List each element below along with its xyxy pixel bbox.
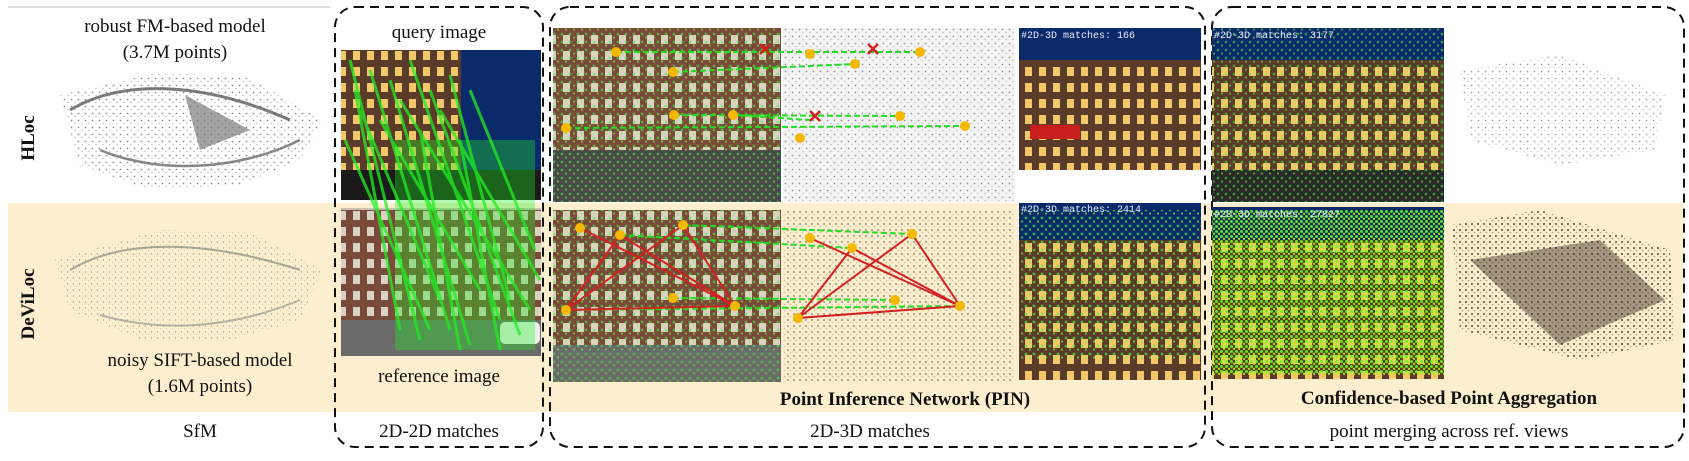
- deviloc-reference-image: [553, 210, 781, 382]
- deviloc-aggregated-query: [1212, 207, 1444, 379]
- 2d2d-match-lines: [343, 59, 542, 351]
- deviloc-aggregated-count: #2D-3D matches: 27827: [1214, 209, 1340, 221]
- hloc-keypoints: [561, 47, 970, 143]
- caption-aggregation: point merging across ref. views: [1330, 421, 1569, 442]
- deviloc-query-result: [1019, 203, 1201, 380]
- caption-sfm: SfM: [183, 421, 217, 442]
- deviloc-pointcloud-render: [783, 210, 1015, 382]
- sfm-bottom-model-line1: noisy SIFT-based model: [107, 350, 292, 371]
- reference-image-label: reference image: [378, 366, 500, 387]
- deviloc-2d3d-count: #2D-3D matches: 2414: [1021, 204, 1141, 216]
- sfm-bottom-model-line2: (1.6M points): [148, 376, 253, 397]
- wrong-match-marks: [759, 43, 879, 122]
- query-image-label: query image: [392, 22, 486, 43]
- panel-aggregation-border: [1211, 6, 1685, 448]
- sfm-top-model-line1: robust FM-based model: [84, 16, 266, 37]
- panel-2d2d-border: [334, 6, 544, 448]
- panel-2d3d-border: [549, 6, 1206, 448]
- aggregation-module-title: Confidence-based Point Aggregation: [1301, 388, 1598, 409]
- caption-2d2d: 2D-2D matches: [379, 421, 499, 442]
- deviloc-triangulation-arrows: [565, 224, 961, 319]
- sfm-bottom-pointcloud: [55, 230, 322, 340]
- row-label-hloc: HLoc: [18, 115, 39, 160]
- hloc-aggregated-query: [1212, 28, 1444, 202]
- row-label-deviloc: DeViLoc: [18, 268, 39, 339]
- sfm-top-model-line2: (3.7M points): [123, 42, 228, 63]
- deviloc-keypoints: [561, 220, 965, 323]
- pin-module-title: Point Inference Network (PIN): [780, 389, 1030, 410]
- 2d2d-match-cloud: [395, 140, 535, 350]
- hloc-aggregated-count: #2D-3D matches: 3177: [1214, 30, 1334, 42]
- sfm-top-pointcloud: [60, 72, 322, 190]
- hloc-query-result: [1019, 28, 1201, 170]
- hloc-2d3d-count: #2D-3D matches: 166: [1021, 30, 1135, 42]
- caption-2d3d: 2D-3D matches: [810, 421, 930, 442]
- deviloc-aggregated-pointcloud: [1452, 210, 1675, 360]
- hloc-aggregated-pointcloud: [1460, 55, 1665, 165]
